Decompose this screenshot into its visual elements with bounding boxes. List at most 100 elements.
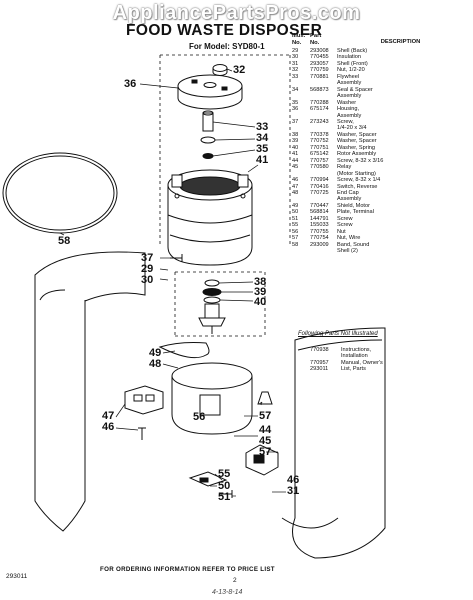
header-description: DESCRIPTION <box>380 39 421 45</box>
illus-no-cell: 48 <box>292 189 299 196</box>
illus-no-cell: 30 <box>292 54 299 61</box>
part-no-cell: 770378 <box>310 131 329 138</box>
callout-34: 34 <box>256 132 269 144</box>
not-illustrated-title: Following Parts Not Illustrated <box>298 331 378 337</box>
table-row: 1/4-20 x 3/4 <box>292 125 464 131</box>
callout-32: 32 <box>233 64 246 76</box>
wire-nut <box>257 391 273 405</box>
illus-no-cell: 36 <box>292 106 299 113</box>
description-cell: Seal & Spacer <box>337 86 373 93</box>
terminal-plate <box>188 471 228 487</box>
description-cell: Washer, Spring <box>337 144 376 151</box>
watermark-logo: AppliancePartsPros.com <box>112 2 361 24</box>
illus-no-cell: 57 <box>292 235 299 242</box>
table-row: Assembly <box>292 93 464 99</box>
description-cell: Screw, 8-32 x 1/4 <box>337 177 381 184</box>
description-cell: Nut, 1/2-20 <box>337 67 365 74</box>
description-cell: Assembly <box>337 196 362 203</box>
illus-no-cell: 29 <box>292 48 299 54</box>
callout-50: 50 <box>218 480 231 492</box>
part-no-cell: 293009 <box>310 241 329 248</box>
part-no-cell: 770938 <box>310 347 329 353</box>
part-no-cell: 770416 <box>310 183 329 190</box>
part-no-cell: 770755 <box>310 228 329 235</box>
part-no-cell: 293057 <box>310 60 329 67</box>
part-no-cell: 770754 <box>310 235 329 242</box>
callout-37: 37 <box>141 252 154 264</box>
callout-45: 45 <box>259 435 272 447</box>
description-cell: Switch, Reverse <box>337 183 378 190</box>
callout-36: 36 <box>124 78 137 90</box>
page-title: FOOD WASTE DISPOSER <box>126 22 323 39</box>
callout-31: 31 <box>287 485 300 497</box>
relay <box>245 444 279 476</box>
description-cell: 1/4-20 x 3/4 <box>337 125 367 132</box>
rotor-shaft <box>198 279 226 334</box>
nut-part <box>212 64 228 76</box>
assembly-guide-lines <box>159 54 291 337</box>
illus-no-cell: 56 <box>292 228 299 235</box>
description-cell: Assembly <box>337 93 362 100</box>
housing-assembly <box>167 169 253 266</box>
illus-no-cell: 50 <box>292 209 299 216</box>
part-no-cell: 155033 <box>310 222 329 229</box>
illus-no-cell: 37 <box>292 118 299 125</box>
ordering-info-note: FOR ORDERING INFORMATION REFER TO PRICE … <box>100 566 275 573</box>
part-no-cell: 770881 <box>310 73 329 80</box>
part-no-cell: 770447 <box>310 202 329 209</box>
description-cell: Installation <box>341 353 368 360</box>
part-no-cell: 770725 <box>310 189 329 196</box>
list-item: Installation <box>310 353 470 359</box>
description-cell: Shell (Back) <box>337 48 368 54</box>
illus-no-cell: 58 <box>292 241 299 248</box>
description-cell: Screw <box>337 222 353 229</box>
callout-41: 41 <box>256 154 269 166</box>
illus-no-cell: 35 <box>292 99 299 106</box>
callout-46: 46 <box>102 421 115 433</box>
screw-37 <box>170 254 183 262</box>
part-no-cell: 770752 <box>310 138 329 145</box>
front-shell <box>281 327 386 559</box>
callout-30: 30 <box>141 274 154 286</box>
description-cell: Relay <box>337 164 352 171</box>
description-cell: Assembly <box>337 112 362 119</box>
description-cell: End Cap <box>337 189 359 196</box>
illus-no-cell: 41 <box>292 151 299 158</box>
callout-35: 35 <box>256 143 269 155</box>
callout-49: 49 <box>149 347 162 359</box>
illus-no-cell: 39 <box>292 138 299 145</box>
callout-57-lower: 57 <box>259 446 272 458</box>
callout-46-front: 46 <box>287 474 300 486</box>
callout-40: 40 <box>254 296 267 308</box>
description-cell: Housing, <box>337 106 360 113</box>
table-row: (Motor Starting) <box>292 171 464 177</box>
screw-51 <box>220 490 233 498</box>
description-cell: Flywheel <box>337 73 360 80</box>
illus-no-cell: 38 <box>292 131 299 138</box>
part-no-cell: 568814 <box>310 209 329 216</box>
illus-no-cell: 55 <box>292 222 299 229</box>
part-no-cell: 568873 <box>310 86 329 93</box>
table-row: Assembly <box>292 113 464 119</box>
